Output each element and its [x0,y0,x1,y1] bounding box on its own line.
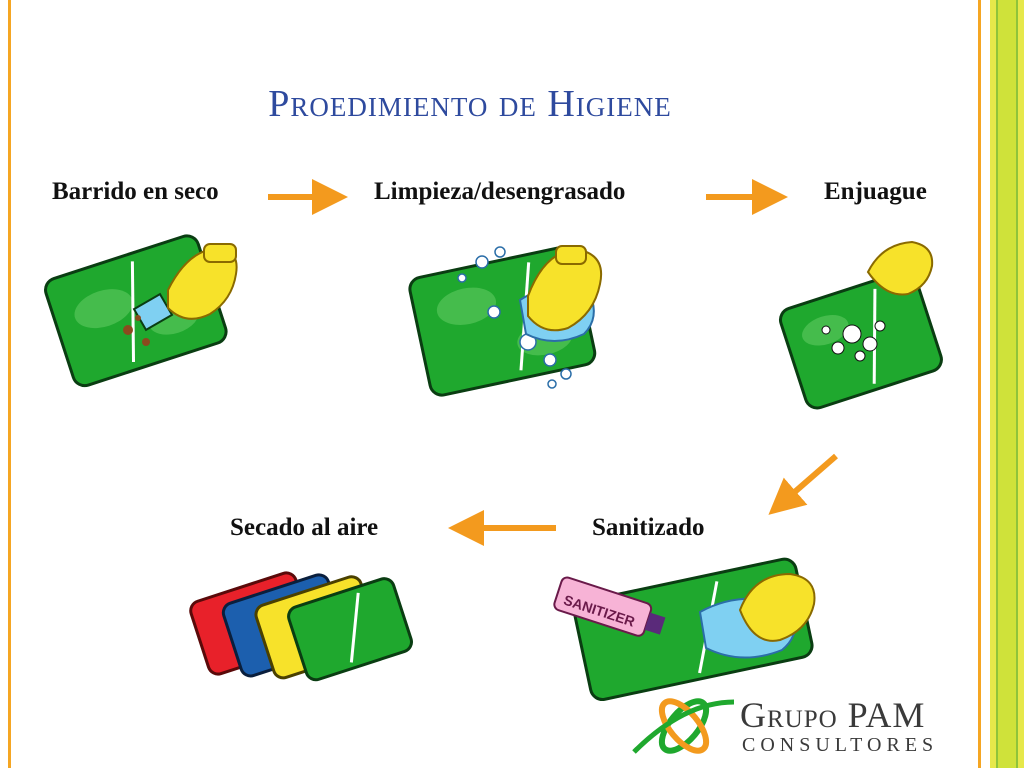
right-frame-line [978,0,981,768]
glove-icon-1 [167,243,238,320]
sanitizer-bottle-icon [553,576,666,637]
step-label-barrido: Barrido en seco [52,178,219,205]
logo-mark [632,698,735,754]
left-frame-line [8,0,11,768]
logo-subtitle: CONSULTORES [742,734,939,756]
logo-title: Grupo PAM [740,695,926,735]
side-decor-bar-inner [996,0,1018,768]
foam-bubbles [457,246,572,389]
glove-icon-3 [866,240,934,296]
glove-icon-2 [527,245,602,332]
glove-icon-4 [738,572,816,642]
step-label-secado: Secado al aire [230,514,379,541]
brush-icon [123,292,174,346]
board-enjuague-illustration [778,269,943,410]
step-label-enjuague: Enjuague [824,178,927,205]
slide-title: Proedimiento de Higiene [268,83,672,125]
stacked-boards-illustration [189,571,413,682]
step-label-sanitizado: Sanitizado [592,514,705,541]
water-splash [821,320,886,362]
arrow-3 [768,453,838,515]
step-label-limpieza: Limpieza/desengrasado [374,178,626,205]
